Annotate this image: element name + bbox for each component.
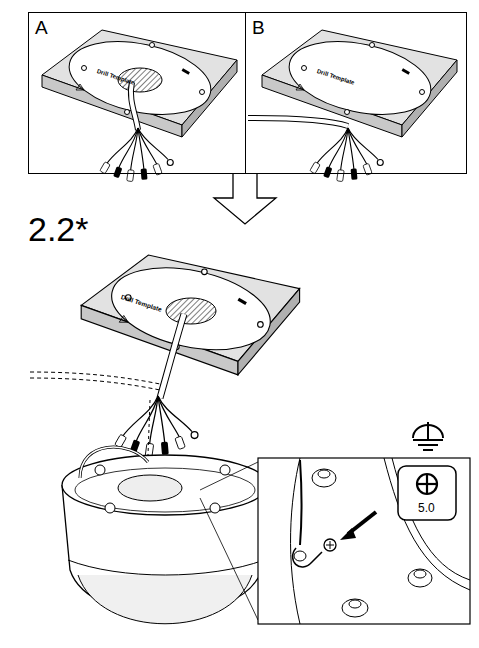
- step-panel: B: [245, 12, 467, 174]
- panel-letter: A: [35, 18, 48, 37]
- step-number: 2.2*: [28, 212, 89, 246]
- step-panel: A: [28, 12, 246, 174]
- screw-size: 5.0: [418, 502, 435, 514]
- panel-letter: B: [252, 18, 265, 37]
